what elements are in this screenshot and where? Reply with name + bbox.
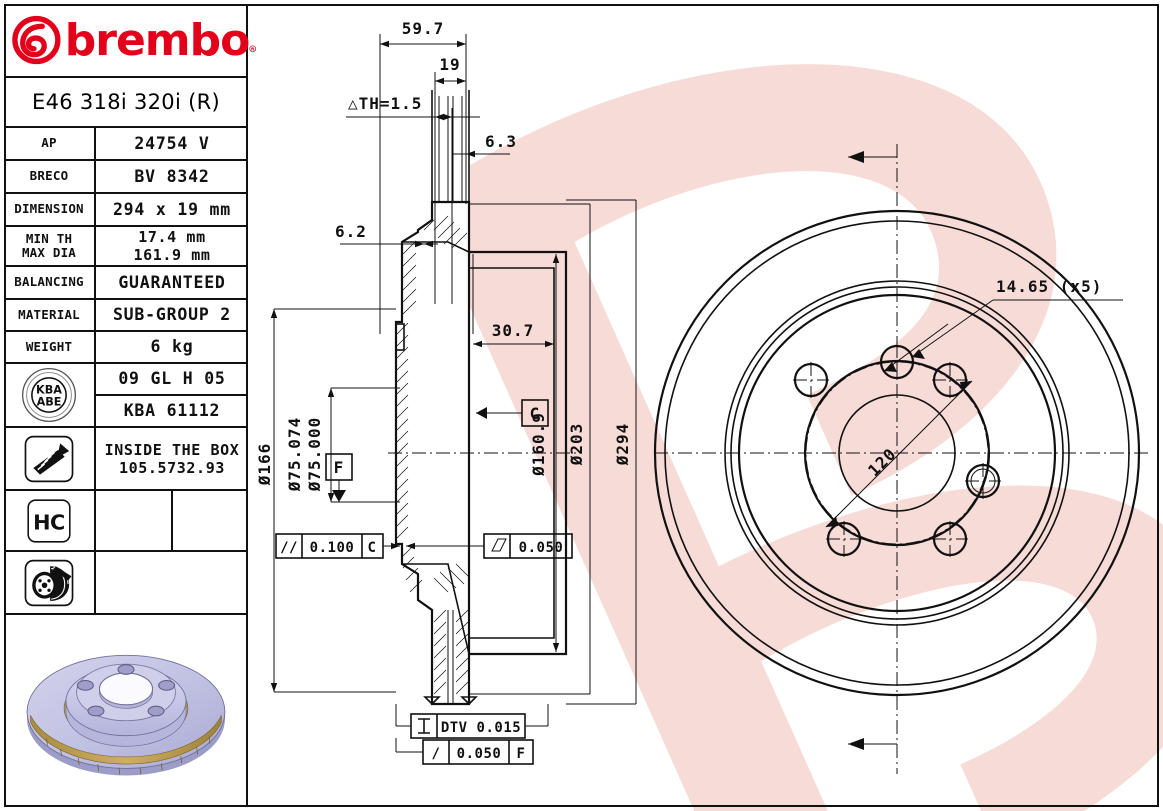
row-minth-value-1: 17.4 mm [138, 228, 206, 246]
fcf-flatness: 0.050 [406, 533, 573, 559]
row-material-value: SUB-GROUP 2 [112, 305, 232, 325]
face-view: 14.65 (x5) 120 40 FINS [653, 144, 1148, 774]
brake-disc-pad-icon [24, 559, 74, 606]
spec-table: brembo ® E46 318i 320i (R) AP 24754 V BR… [4, 4, 256, 807]
row-kba-abe: KBA ABE 09 GL H 05 KBA 61112 [4, 364, 248, 428]
row-minth-label-2: MAX DIA [21, 245, 77, 260]
brembo-mark-icon [12, 15, 61, 65]
svg-text:6.2: 6.2 [335, 222, 367, 241]
kba-value-2: KBA 61112 [123, 401, 221, 421]
section-hub-stem [431, 90, 470, 202]
datum-f: F [325, 453, 353, 502]
row-screw-inside-box: INSIDE THE BOX 105.5732.93 [4, 428, 248, 491]
screw-icon [24, 435, 74, 482]
row-weight-label: WEIGHT [25, 338, 73, 354]
svg-text:Ø203: Ø203 [567, 423, 586, 467]
svg-text:59.7: 59.7 [402, 19, 445, 38]
product-title-row: E46 318i 320i (R) [4, 78, 248, 128]
screw-value-2: 105.5732.93 [119, 458, 225, 477]
hc-badge-icon: HC [27, 498, 71, 543]
svg-text:HC: HC [33, 510, 65, 534]
row-ap-label: AP [41, 135, 57, 151]
row-min-th-max-dia: MIN TH MAX DIA 17.4 mm 161.9 mm [4, 227, 248, 267]
svg-text:6.3: 6.3 [485, 132, 517, 151]
svg-text:19: 19 [439, 55, 460, 74]
svg-text:DTV 0.015: DTV 0.015 [441, 720, 521, 736]
svg-text:Ø294: Ø294 [613, 423, 632, 467]
row-material: MATERIAL SUB-GROUP 2 [4, 300, 248, 332]
row-ap: AP 24754 V [4, 128, 248, 161]
svg-text:C: C [368, 540, 377, 556]
callout-bolt-hole-dia: 14.65 (x5) [883, 277, 1123, 372]
row-brake-icon [4, 552, 248, 615]
kba-abe-seal-icon: KBA ABE [21, 367, 77, 423]
svg-text:F: F [334, 458, 345, 477]
fcf-dtv: DTV 0.015 [395, 704, 549, 739]
svg-text:120: 120 [864, 444, 900, 480]
row-weight-value: 6 kg [150, 337, 194, 357]
svg-text:Ø75.000: Ø75.000 [305, 417, 324, 492]
fcf-runout: / 0.050 F [395, 738, 534, 765]
row-breco-label: BRECO [29, 168, 69, 184]
svg-text:30.7: 30.7 [492, 321, 535, 340]
row-ap-value: 24754 V [134, 133, 210, 153]
svg-text:△TH=1.5: △TH=1.5 [348, 94, 422, 113]
dim-center-bore: Ø75.074 Ø75.000 [285, 387, 400, 503]
brake-disc-3d-render [26, 654, 226, 776]
callout-pcd-120: 120 [825, 380, 973, 528]
row-breco: BRECO BV 8342 [4, 161, 248, 194]
svg-text:/: / [432, 746, 441, 762]
row-minth-label-1: MIN TH [25, 230, 73, 246]
svg-text://: // [280, 540, 298, 556]
dim-59-7: 59.7 [379, 19, 467, 334]
row-minth-value-2: 161.9 mm [133, 246, 211, 264]
row-breco-value: BV 8342 [134, 166, 210, 186]
technical-drawing: 59.7 19 △TH=1.5 6.3 6.2 [248, 4, 1159, 807]
dim-19: 19 [434, 55, 466, 304]
svg-text:KBA: KBA [36, 384, 62, 397]
row-dimension: DIMENSION 294 x 19 mm [4, 194, 248, 227]
svg-text:Ø75.074: Ø75.074 [285, 417, 304, 492]
svg-text:ABE: ABE [37, 396, 62, 409]
registered-mark: ® [249, 43, 256, 56]
row-dimension-value: 294 x 19 mm [112, 199, 232, 219]
svg-text:F: F [517, 746, 526, 762]
dim-dia-166: Ø166 [255, 308, 396, 693]
fcf-parallelism: // 0.100 C [275, 533, 400, 559]
row-balancing: BALANCING GUARANTEED [4, 267, 248, 300]
svg-text:0.100: 0.100 [310, 540, 355, 556]
product-photo-cell [4, 615, 248, 807]
row-balancing-label: BALANCING [14, 274, 84, 290]
dim-6-3: 6.3 [435, 108, 517, 304]
brembo-wordmark: brembo [64, 14, 251, 66]
svg-text:Ø160.9: Ø160.9 [529, 412, 548, 477]
svg-text:0.050: 0.050 [457, 746, 502, 762]
brembo-logo-row: brembo ® [4, 4, 256, 78]
kba-value-1: 09 GL H 05 [118, 369, 226, 389]
svg-text:14.65 (x5): 14.65 (x5) [996, 277, 1102, 296]
page-title: E46 318i 320i (R) [32, 90, 220, 114]
row-balancing-value: GUARANTEED [118, 272, 226, 292]
row-dimension-label: DIMENSION [14, 201, 84, 217]
row-weight: WEIGHT 6 kg [4, 332, 248, 364]
dim-delta-th: △TH=1.5 [346, 94, 436, 118]
svg-text:Ø166: Ø166 [255, 443, 274, 487]
row-material-label: MATERIAL [18, 306, 80, 322]
screw-value-1: INSIDE THE BOX [104, 440, 240, 459]
row-hc: HC [4, 491, 248, 552]
svg-text:0.050: 0.050 [519, 540, 564, 556]
